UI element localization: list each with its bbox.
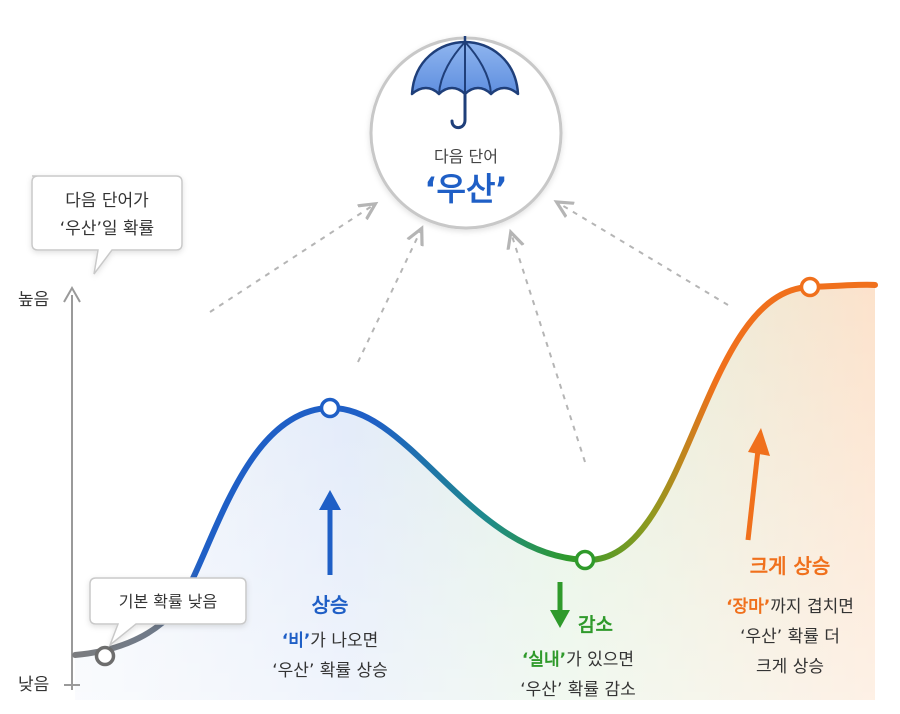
big-rise-title: 크게 상승 — [750, 554, 831, 578]
big-rise-description-2: ‘우산’ 확률 더 — [740, 627, 840, 647]
y-axis-arrow — [63, 285, 81, 303]
fall-node — [574, 549, 596, 571]
target-label: 다음 단어 — [434, 147, 498, 166]
fall-title: 감소 — [578, 614, 613, 636]
rise-title: 상승 — [312, 593, 349, 617]
big-rise-node — [799, 276, 821, 298]
callout-line-2: ‘우산’일 확률 — [60, 219, 154, 239]
rise-keyword: ‘비’ — [282, 631, 311, 651]
base-node — [94, 645, 116, 667]
fall-description-1: ‘실내’가 있으면 — [522, 650, 634, 670]
y-axis-low-label: 낮음 — [18, 675, 49, 695]
rise-arrow-head — [319, 490, 341, 510]
y-axis-high-label: 높음 — [18, 290, 49, 310]
rise-description-1: ‘비’가 나오면 — [282, 631, 379, 651]
dashed-arrow — [357, 232, 420, 363]
base-label: 기본 확률 낮음 — [119, 592, 218, 611]
big-rise-rest: 까지 겹치면 — [770, 597, 854, 617]
rise-node — [319, 397, 341, 419]
callout-line-1: 다음 단어가 — [65, 191, 149, 211]
big-rise-arrow-head — [748, 428, 770, 456]
fall-arrow-head — [550, 610, 570, 628]
rise-rest: 가 나오면 — [310, 631, 378, 651]
rise-description-2: ‘우산’ 확률 상승 — [272, 661, 387, 681]
y-axis-callout — [31, 175, 183, 275]
base-callout — [89, 577, 247, 648]
big-rise-description-3: 크게 상승 — [756, 657, 824, 677]
fall-description-2: ‘우산’ 확률 감소 — [520, 680, 635, 700]
big-rise-arrow — [745, 449, 761, 541]
umbrella-icon — [410, 36, 520, 130]
big-rise-description-1: ‘장마’까지 겹치면 — [726, 597, 854, 617]
fall-keyword: ‘실내’ — [522, 650, 566, 670]
big-rise-keyword: ‘장마’ — [726, 597, 770, 617]
target-word: ‘우산’ — [424, 170, 507, 208]
fall-rest: 가 있으면 — [566, 650, 634, 670]
